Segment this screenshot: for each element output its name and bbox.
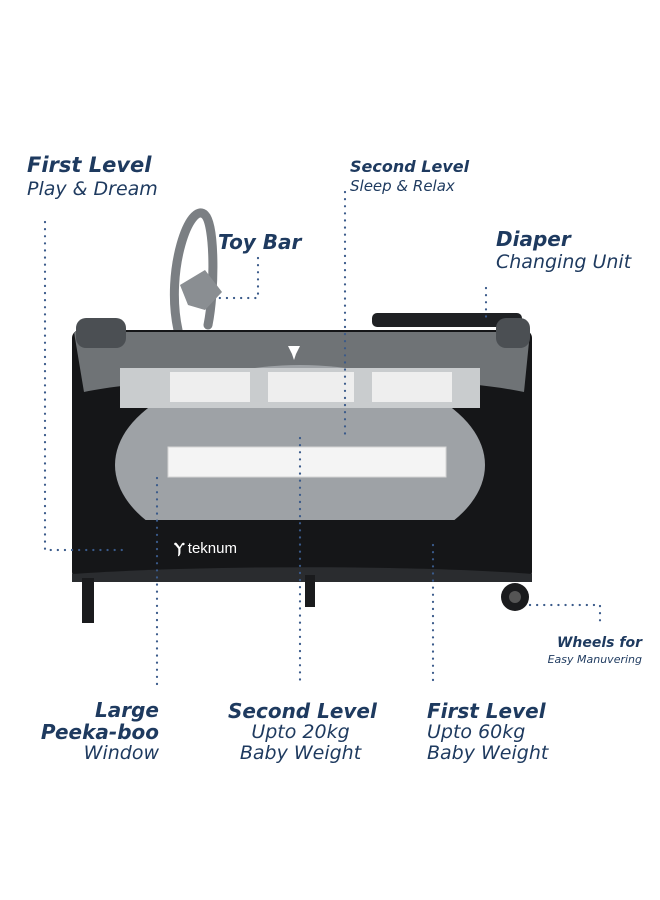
label-wheels: Wheels for Easy Manuvering (547, 635, 642, 667)
label-second-level-top: Second Level Sleep & Relax (350, 157, 470, 195)
toy-bar-arch (169, 208, 218, 335)
label-first-level-top: First Level Play & Dream (27, 153, 158, 201)
second-level-board (167, 446, 447, 478)
toy-bar-toy (180, 270, 222, 310)
label-first-level-bottom: First Level Upto 60kg Baby Weight (427, 699, 549, 764)
brand-logo-icon: Ⲩ (174, 540, 185, 557)
leg-left (82, 578, 94, 623)
corner-cap-right (496, 318, 530, 348)
diaper-changer (372, 313, 522, 327)
leg-center (305, 575, 315, 607)
label-peekaboo: Large Peeka-boo Window (40, 698, 159, 764)
label-diaper: Diaper Changing Unit (496, 227, 632, 273)
corner-cap-left (76, 318, 126, 348)
label-second-level-bottom: Second Level Upto 20kg Baby Weight (228, 699, 377, 764)
rail-logo-icon (288, 346, 300, 360)
label-toy-bar: Toy Bar (218, 230, 302, 254)
